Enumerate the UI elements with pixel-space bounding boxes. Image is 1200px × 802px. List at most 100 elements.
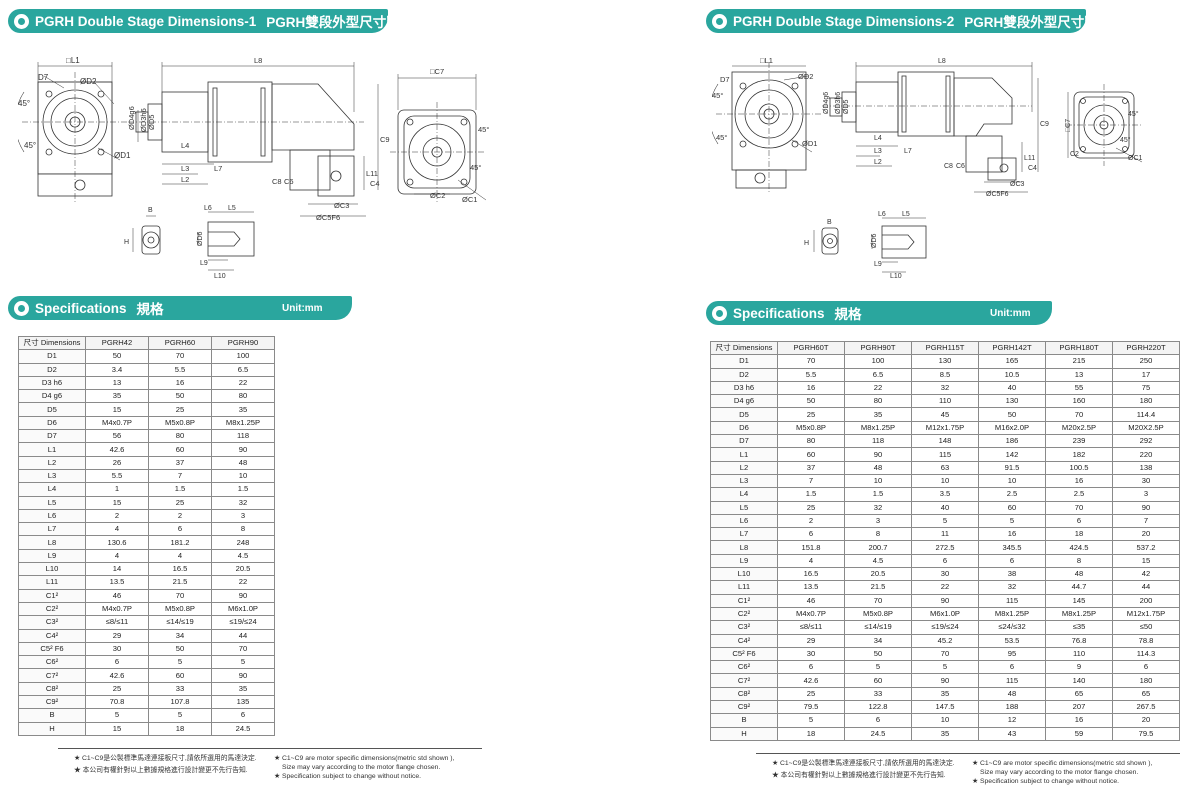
table-cell: 48 (844, 460, 912, 475)
table-cell: 22 (911, 580, 979, 595)
table-cell: 30 (85, 641, 149, 657)
bullet-icon (14, 300, 29, 316)
table-cell: 50 (85, 349, 149, 364)
table-cell: 4.5 (844, 553, 912, 569)
table-cell: 32 (978, 580, 1046, 595)
row-label-cell: C8² (710, 686, 778, 702)
table-cell: 56 (85, 429, 149, 444)
table-cell: 13 (1045, 367, 1113, 382)
table-cell: 114.3 (1112, 646, 1180, 662)
table-cell: 6 (777, 660, 845, 675)
row-label-cell: C6² (18, 655, 86, 670)
table-cell: 424.5 (1045, 540, 1113, 555)
label-d5: ØD5 (843, 100, 850, 115)
table-cell: 70 (777, 354, 845, 369)
table-cell: M12x1.75P (911, 420, 979, 436)
label-l11: L11 (366, 169, 378, 178)
table-cell: 48 (978, 686, 1046, 702)
label-c5: ØC5F6 (986, 191, 1009, 198)
table-cell: 22 (211, 375, 275, 391)
table-cell: 30 (911, 567, 979, 582)
row-label-cell: C5² F6 (710, 646, 778, 662)
label-c4: C4 (1028, 165, 1037, 172)
label-45-d: 45° (1120, 136, 1131, 144)
table-cell: 4 (85, 548, 149, 564)
front-view (712, 62, 822, 192)
table-cell: 80 (777, 434, 845, 449)
table-cell: 6 (85, 655, 149, 670)
table-cell: 3 (211, 508, 275, 524)
table-cell: 2 (148, 508, 212, 524)
table-cell: 90 (911, 593, 979, 608)
label-c6: C6 (956, 163, 965, 170)
table-cell: 13.5 (777, 580, 845, 595)
table-cell: 60 (844, 673, 912, 688)
table-cell: 5 (911, 660, 979, 675)
shaft-detail (813, 217, 927, 273)
row-label-cell: C1² (710, 593, 778, 608)
label-l11: L11 (1024, 155, 1035, 162)
label-c9: C9 (1040, 121, 1049, 128)
table-cell: ≤50 (1112, 620, 1180, 635)
table-cell: 70 (1045, 500, 1113, 515)
table-cell: 34 (844, 633, 912, 648)
label-c2: ØC2 (430, 191, 445, 200)
label-d3: ØD3h6 (835, 92, 842, 114)
table-cell: 25 (777, 686, 845, 702)
table-cell: 33 (844, 686, 912, 702)
row-label-cell: C8² (18, 681, 86, 697)
table-cell: 114.4 (1112, 407, 1180, 422)
table-cell: 70 (844, 593, 912, 608)
table-cell: 267.5 (1112, 700, 1180, 715)
table-cell: 35 (211, 402, 275, 417)
table-cell: 35 (911, 686, 979, 702)
table-cell: 17 (1112, 367, 1180, 382)
table-cell: 46 (85, 588, 149, 603)
table-cell: 239 (1045, 434, 1113, 449)
table-cell: 10 (911, 713, 979, 728)
table-cell: 11 (911, 527, 979, 542)
table-cell: M20x2.5P (1045, 420, 1113, 436)
label-l10: L10 (214, 273, 226, 280)
table-cell: 207 (1045, 700, 1113, 715)
flange-view (390, 74, 487, 202)
table-cell: 115 (978, 673, 1046, 688)
row-label-cell: L3 (710, 473, 778, 489)
row-label-cell: D1 (18, 349, 86, 364)
table-cell: 76.8 (1045, 633, 1113, 648)
row-label-cell: C9² (18, 695, 86, 710)
label-l9: L9 (874, 261, 882, 268)
table-cell: 90 (211, 588, 275, 603)
table-cell: 8 (844, 527, 912, 542)
row-label-cell: D7 (710, 434, 778, 449)
table-header-cell: PGRH90T (844, 340, 912, 356)
row-label-cell: L7 (18, 522, 86, 537)
table-cell: 30 (1112, 473, 1180, 489)
table-cell: 20 (1112, 527, 1180, 542)
table-cell: 59 (1045, 726, 1113, 741)
table-cell: 32 (911, 380, 979, 396)
row-label-cell: L6 (18, 508, 86, 524)
label-45-d: 45° (470, 163, 481, 172)
row-label-cell: L7 (710, 527, 778, 542)
note-en-2: ★ Specification subject to change withou… (274, 773, 422, 780)
label-h: H (124, 239, 129, 246)
table-cell: 24.5 (211, 721, 275, 736)
table-cell: 292 (1112, 434, 1180, 449)
